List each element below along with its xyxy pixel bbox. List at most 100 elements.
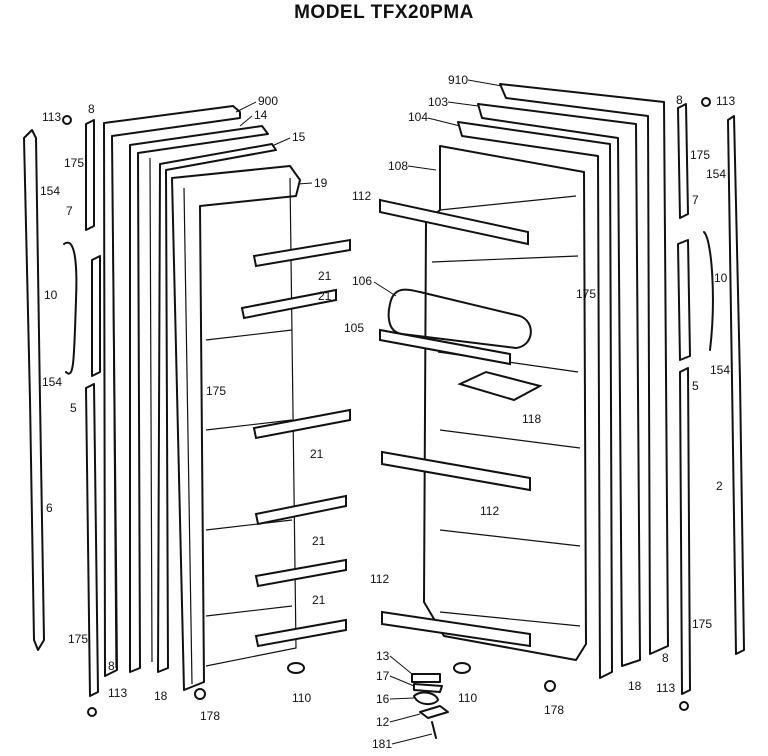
- label-110-right: 110: [458, 691, 477, 705]
- part-labels: 900 14 15 19 113 8 175 154 7 10 154 5 6 …: [40, 73, 735, 751]
- label-21-b: 21: [318, 289, 332, 303]
- cap-178-right: [544, 680, 556, 692]
- dairy-cover-106: [387, 288, 532, 349]
- label-113-left-bottom: 113: [108, 686, 127, 700]
- handle-grip-5: [91, 255, 101, 377]
- label-21-e: 21: [312, 593, 326, 607]
- label-15: 15: [292, 130, 306, 144]
- label-154-left-b: 154: [42, 375, 62, 389]
- label-154-right-b: 154: [710, 363, 730, 377]
- label-112-mid: 112: [480, 504, 499, 518]
- door-liner-19: [171, 165, 301, 691]
- label-5-right: 5: [692, 379, 699, 393]
- label-106: 106: [352, 274, 372, 288]
- bin-21-b: [240, 288, 337, 320]
- label-13: 13: [376, 649, 390, 663]
- bin-21-f: [254, 618, 347, 648]
- label-181: 181: [372, 737, 392, 751]
- label-18-left: 18: [154, 689, 168, 703]
- trim-6: [23, 129, 45, 651]
- screw-113-right-bottom: [679, 701, 689, 711]
- label-175-left-bottom: 175: [68, 632, 88, 646]
- breaker-strip-15: [157, 143, 277, 673]
- egg-tray-118: [457, 370, 543, 402]
- label-113-right-bottom: 113: [656, 681, 675, 695]
- bin-21-e: [254, 558, 347, 588]
- model-title: MODEL TFX20PMA: [294, 2, 474, 23]
- label-8-left-bottom: 8: [108, 659, 115, 673]
- bin-21-c: [252, 408, 351, 440]
- screw-113-bottom: [87, 707, 97, 717]
- label-10-left: 10: [44, 288, 58, 302]
- hinge-part-12: [419, 705, 449, 719]
- label-154-right-a: 154: [706, 167, 726, 181]
- label-175-right-mid: 175: [576, 287, 596, 301]
- bin-21-a: [252, 238, 351, 268]
- label-19: 19: [314, 176, 328, 190]
- label-16: 16: [376, 692, 390, 706]
- shelf-112-b: [381, 450, 531, 492]
- label-7-left: 7: [66, 204, 73, 218]
- label-110-left: 110: [292, 691, 311, 705]
- label-8-right-top: 8: [676, 93, 683, 107]
- gasket-14: [129, 125, 269, 673]
- hinge-part-13: [411, 673, 441, 683]
- label-21-c: 21: [310, 447, 324, 461]
- label-103: 103: [428, 95, 448, 109]
- label-8-left-top: 8: [88, 102, 95, 116]
- label-112-bottom: 112: [370, 572, 389, 586]
- label-14: 14: [254, 108, 268, 122]
- label-118: 118: [522, 412, 541, 426]
- screw-113-right-top: [701, 97, 711, 107]
- label-21-a: 21: [318, 269, 332, 283]
- label-17: 17: [376, 669, 390, 683]
- label-113-right-top: 113: [716, 94, 735, 108]
- label-178-left: 178: [200, 709, 220, 723]
- gasket-103: [477, 103, 641, 667]
- label-6: 6: [46, 501, 53, 515]
- label-2: 2: [716, 479, 723, 493]
- label-175-right-bottom: 175: [692, 617, 712, 631]
- label-108: 108: [388, 159, 408, 173]
- label-112-top: 112: [352, 189, 371, 203]
- label-18-right: 18: [628, 679, 642, 693]
- trim-2: [727, 115, 745, 655]
- hinge-part-17: [413, 683, 443, 693]
- label-105: 105: [344, 321, 364, 335]
- bin-21-d: [254, 494, 347, 526]
- label-104: 104: [408, 110, 428, 124]
- hinge-110-left: [287, 662, 305, 674]
- door-panel-900: [103, 105, 241, 677]
- hinge-part-16: [413, 691, 439, 706]
- label-10-right: 10: [714, 271, 728, 285]
- handle-cap-8-bottom: [85, 383, 99, 697]
- label-7-right: 7: [692, 193, 699, 207]
- label-178-right: 178: [544, 703, 564, 717]
- breaker-104: [457, 121, 613, 679]
- dairy-shelf-105: [379, 328, 511, 366]
- right-door-assembly: [379, 83, 745, 739]
- label-154-left-a: 154: [40, 184, 60, 198]
- screw-181: [431, 721, 437, 739]
- handle-cap-8-right-top: [677, 103, 689, 219]
- label-175-right-top: 175: [690, 148, 710, 162]
- shelf-112-c: [381, 610, 531, 648]
- cap-178-left: [194, 688, 206, 700]
- door-panel-910: [499, 83, 669, 655]
- label-175-left-mid: 175: [206, 384, 226, 398]
- screw-113-top: [62, 115, 72, 125]
- hinge-110-right: [453, 662, 471, 674]
- diagram-header: MODEL TFX20PMA: [0, 0, 768, 24]
- label-12: 12: [376, 715, 390, 729]
- left-door-assembly: [23, 105, 351, 717]
- handle-cap-8-right-bottom: [679, 367, 691, 695]
- handle-7: [63, 241, 78, 375]
- label-5-left: 5: [70, 401, 77, 415]
- handle-cap-8-top: [85, 119, 95, 231]
- label-113-left-top: 113: [42, 110, 61, 124]
- shelf-112-a: [379, 198, 529, 246]
- handle-7-right: [703, 231, 714, 351]
- label-900: 900: [258, 94, 278, 108]
- label-910: 910: [448, 73, 468, 87]
